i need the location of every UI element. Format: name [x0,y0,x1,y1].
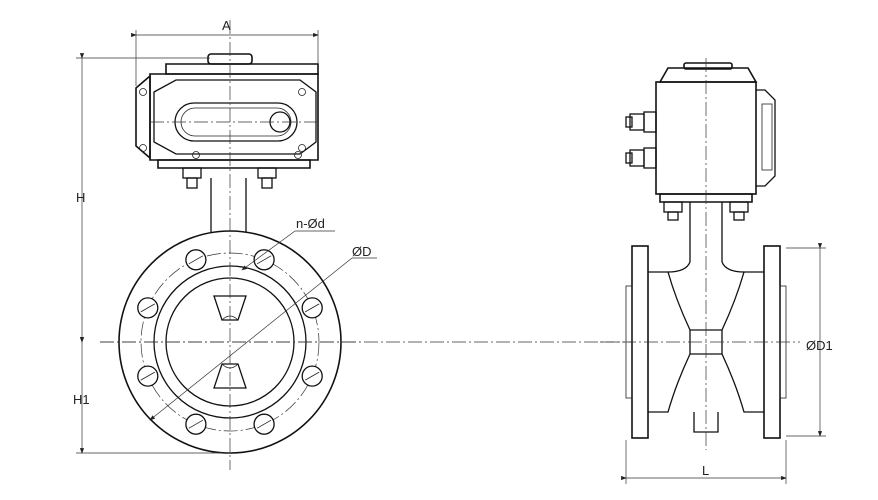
side-view: ØD1 L [600,58,833,484]
label-d1: ØD1 [806,338,833,353]
bolt-hole-mark [188,419,204,429]
bolt-hole-mark [305,371,320,381]
label-h1: H1 [73,392,90,407]
actuator-side [625,62,776,203]
leader-bolt-holes: n-Ød [241,216,335,271]
bolt-hole-mark [140,303,155,313]
dimension-l: L [621,440,787,484]
dimension-h1: H1 [73,337,230,454]
dimension-h: H [76,53,210,343]
mounting-bolts-side [663,201,749,221]
front-view: A H H1 n-Ød ØD [73,18,632,470]
dimension-d1: ØD1 [786,243,833,437]
label-a: A [222,18,231,33]
actuator-front [135,53,319,169]
bolt-hole-mark [256,419,272,429]
leader-flange-diameter: ØD [149,244,377,421]
label-h: H [76,190,85,205]
mounting-bolts-front [182,167,277,189]
label-l: L [702,463,709,478]
bolt-hole-mark [188,255,204,265]
valve-neck-side [667,202,745,273]
valve-neck-front [210,178,247,232]
dimension-a: A [131,18,319,86]
label-d: ØD [352,244,372,259]
bolt-holes [137,249,323,435]
label-n-d: n-Ød [296,216,325,231]
bolt-hole-mark [305,303,320,313]
bolt-hole-mark [256,255,272,265]
bolt-hole-mark [140,371,155,381]
